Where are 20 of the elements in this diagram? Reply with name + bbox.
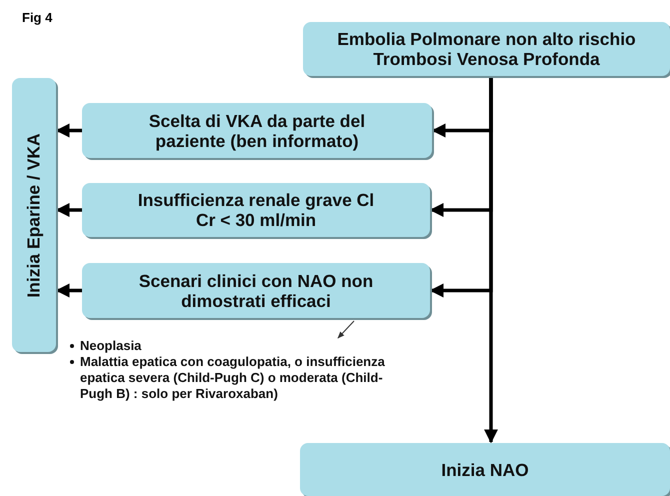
figure-title: Fig 4: [22, 10, 52, 25]
process-box: [82, 263, 430, 318]
start-box: [303, 22, 670, 76]
box-label: Embolia Polmonare non alto rischio Trombosi Venosa Profonda: [336, 29, 637, 69]
list-item-text: Neoplasia: [80, 338, 142, 353]
process-box: [82, 103, 432, 158]
leader-line: [338, 320, 354, 338]
arrow: [430, 76, 493, 298]
process-box: [82, 183, 430, 237]
box-label: Inizia NAO: [441, 460, 529, 480]
list-item-text: Malattia epatica con coagulopatia, o insufficienza epatica severa (Child-Pugh C) o moderata (Child-Pugh B) : solo per Rivaroxaban): [80, 354, 385, 401]
action-box: [12, 78, 56, 352]
box-label: Scenari clinici con NAO non dimostrati efficaci: [138, 270, 374, 310]
box-label: Insufficienza renale grave Cl Cr < 30 ml/min: [136, 190, 376, 230]
arrow: [56, 203, 82, 217]
arrow: [56, 284, 82, 298]
arrow: [56, 124, 82, 138]
box-label: Scelta di VKA da parte del paziente (ben informato): [148, 110, 366, 150]
box-label: Inizia Eparine / VKA: [24, 132, 44, 298]
process-box: [300, 443, 670, 496]
